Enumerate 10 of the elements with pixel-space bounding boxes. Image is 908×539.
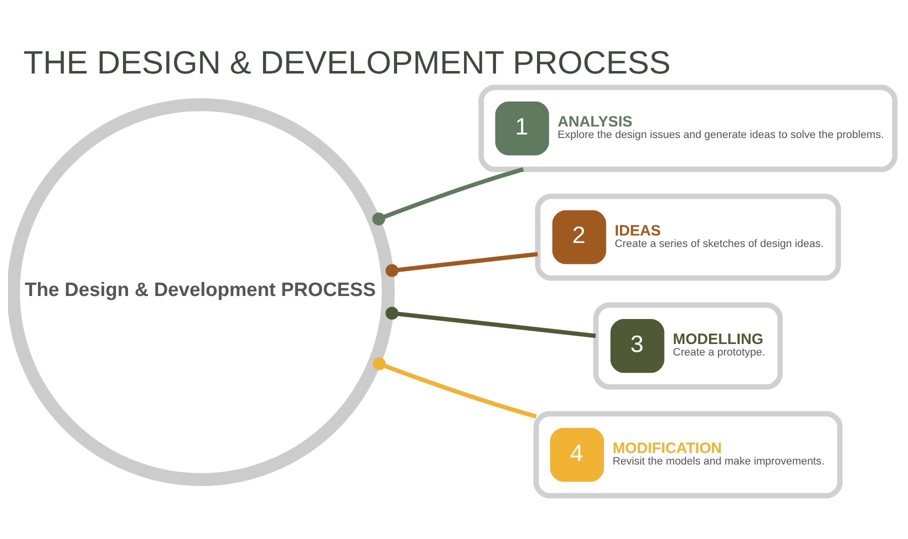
node-box: 3 MODELLING Create a prototype. xyxy=(593,302,783,390)
node-box: 2 IDEAS Create a series of sketches of design ideas. xyxy=(535,194,841,281)
connector xyxy=(372,167,524,226)
connector xyxy=(386,252,538,278)
connector xyxy=(386,306,596,338)
node-circle: The Design & Development PROCESS xyxy=(8,98,395,486)
node-box: 1 ANALYSIS Explore the design issues and generate ideas to solve the problems. xyxy=(478,84,898,172)
node-box: 4 MODIFICATION Revisit the models and make improvements. xyxy=(533,411,843,498)
diagram-title: THE DESIGN & DEVELOPMENT PROCESS xyxy=(23,44,671,80)
connector xyxy=(372,357,537,419)
